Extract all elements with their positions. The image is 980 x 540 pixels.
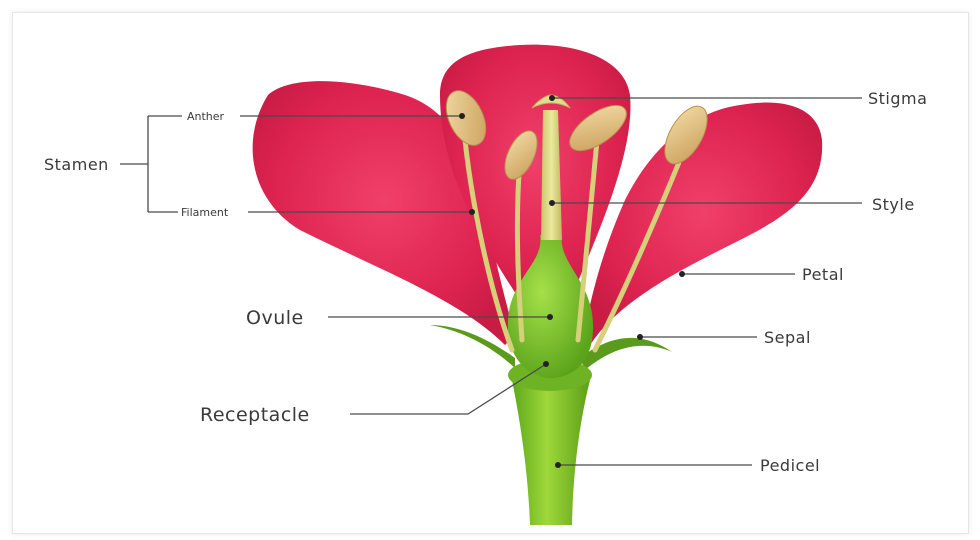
label-pedicel: Pedicel — [760, 456, 820, 475]
label-filament: Filament — [181, 206, 229, 219]
label-petal: Petal — [802, 265, 844, 284]
label-anther: Anther — [187, 110, 225, 123]
sepal-right — [580, 338, 672, 370]
label-stamen: Stamen — [44, 155, 109, 174]
label-ovule: Ovule — [246, 307, 304, 329]
label-stigma: Stigma — [868, 89, 927, 108]
label-receptacle: Receptacle — [200, 404, 310, 426]
label-sepal: Sepal — [764, 328, 811, 347]
stamen-bracket — [120, 116, 182, 212]
pedicel-stem — [512, 380, 590, 525]
label-style: Style — [872, 195, 915, 214]
